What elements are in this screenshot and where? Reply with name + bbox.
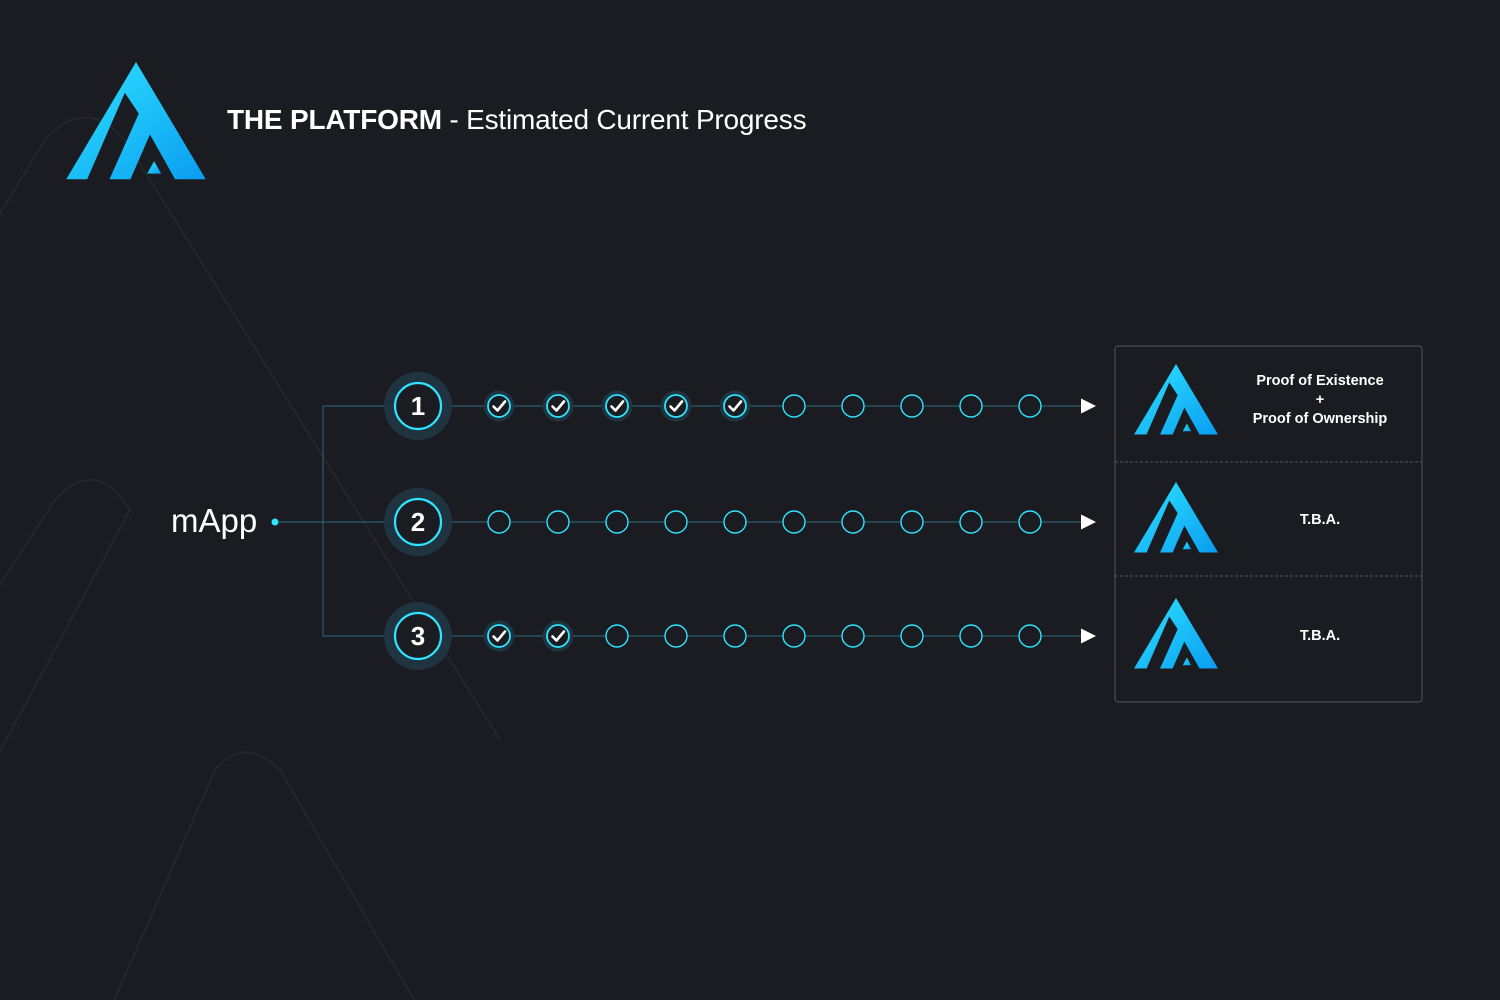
arrow-right-icon [1081,398,1096,414]
step-complete [605,394,629,418]
step-pending [782,510,806,534]
result-line: T.B.A. [1299,512,1341,528]
step-pending [487,510,511,534]
step-pending [841,510,865,534]
step-pending [546,510,570,534]
step-pending [605,510,629,534]
root-label: mApp [171,502,258,539]
brand-a-logo-icon [1134,482,1218,553]
track-number-3: 3 [410,621,426,651]
check-icon [492,400,507,412]
result-line: Proof of Ownership [1252,411,1388,427]
check-icon [728,400,743,412]
step-pending [723,510,747,534]
step-pending [1018,394,1042,418]
track-result-2: T.B.A. [1220,511,1420,530]
step-pending [664,624,688,648]
track-1 [323,372,1096,440]
step-pending [1018,624,1042,648]
check-icon [610,400,625,412]
check-icon [551,630,566,642]
track-result-3: T.B.A. [1220,627,1420,646]
track-node [393,611,443,661]
step-pending [959,624,983,648]
track-result-1: Proof of Existence + Proof of Ownership [1220,372,1420,429]
track-2 [323,488,1096,556]
step-pending [723,624,747,648]
root-dot [271,518,279,526]
step-pending [664,510,688,534]
result-line: Proof of Existence [1256,373,1384,389]
result-line: + [1315,392,1325,408]
check-icon [669,400,684,412]
step-pending [1018,510,1042,534]
step-complete [546,624,570,648]
step-pending [605,624,629,648]
title-strong: THE PLATFORM [227,104,442,135]
title-subtitle: - Estimated Current Progress [441,104,807,135]
result-card [1114,345,1423,703]
step-pending [900,510,924,534]
result-line: T.B.A. [1299,628,1341,644]
page-title: THE PLATFORM - Estimated Current Progres… [227,104,807,136]
arrow-right-icon [1081,628,1096,644]
arrow-right-icon [1081,514,1096,530]
step-pending [959,510,983,534]
check-icon [492,630,507,642]
brand-a-logo-icon [1134,598,1218,669]
step-complete [546,394,570,418]
track-node [393,381,443,431]
track-3 [323,602,1096,670]
track-number-2: 2 [410,507,426,537]
step-complete [723,394,747,418]
check-icon [551,400,566,412]
brand-a-logo-icon [1134,364,1218,435]
brand-a-logo-icon [66,62,206,180]
step-complete [487,624,511,648]
track-node [393,497,443,547]
step-pending [841,394,865,418]
step-complete [664,394,688,418]
step-pending [900,624,924,648]
step-complete [487,394,511,418]
step-pending [841,624,865,648]
step-pending [959,394,983,418]
step-pending [900,394,924,418]
track-number-1: 1 [410,391,426,421]
step-pending [782,624,806,648]
step-pending [782,394,806,418]
